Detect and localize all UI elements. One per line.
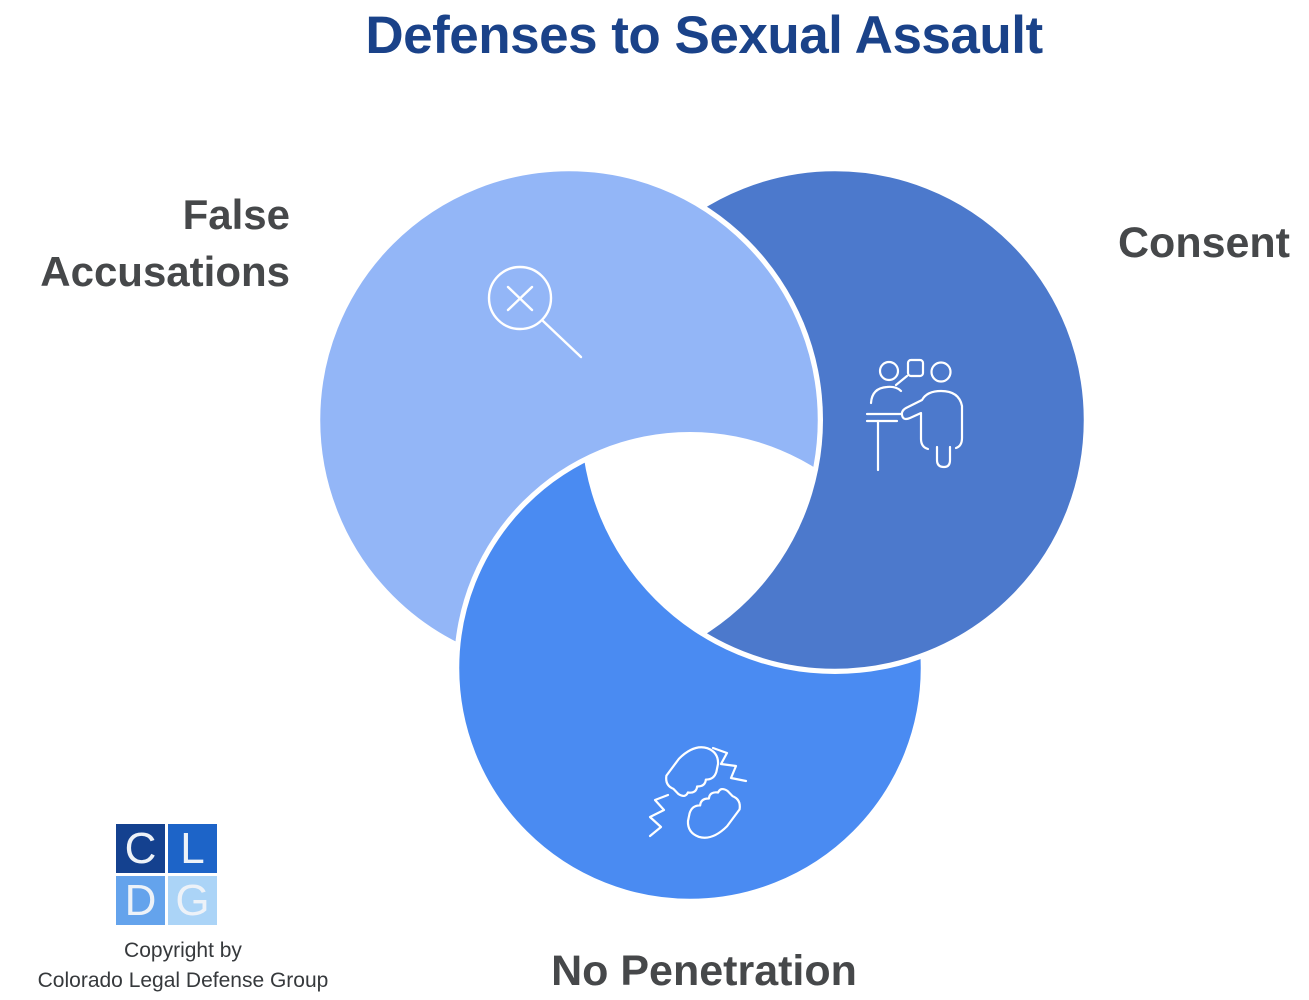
- label-false-accusations-line1: False: [182, 191, 290, 238]
- logo-square-d: D: [116, 876, 165, 925]
- magnifier-x-icon: [487, 265, 583, 359]
- label-false-accusations: False Accusations: [0, 186, 290, 300]
- copyright-text: Copyright by Colorado Legal Defense Grou…: [10, 936, 356, 996]
- copyright-line2: Colorado Legal Defense Group: [37, 969, 329, 992]
- logo-square-l: L: [168, 824, 217, 873]
- logo-square-g: G: [168, 876, 217, 925]
- label-no-penetration: No Penetration: [551, 947, 857, 995]
- logo-square-c: C: [116, 824, 165, 873]
- cldg-logo: C L D G: [116, 824, 217, 925]
- page-title: Defenses to Sexual Assault: [365, 6, 1043, 65]
- label-false-accusations-line2: Accusations: [40, 248, 290, 295]
- circle-no-penetration: [456, 434, 924, 902]
- fists-icon: [648, 746, 748, 839]
- conversation-icon: [865, 358, 964, 472]
- label-consent: Consent: [1118, 219, 1290, 267]
- copyright-line1: Copyright by: [124, 939, 242, 962]
